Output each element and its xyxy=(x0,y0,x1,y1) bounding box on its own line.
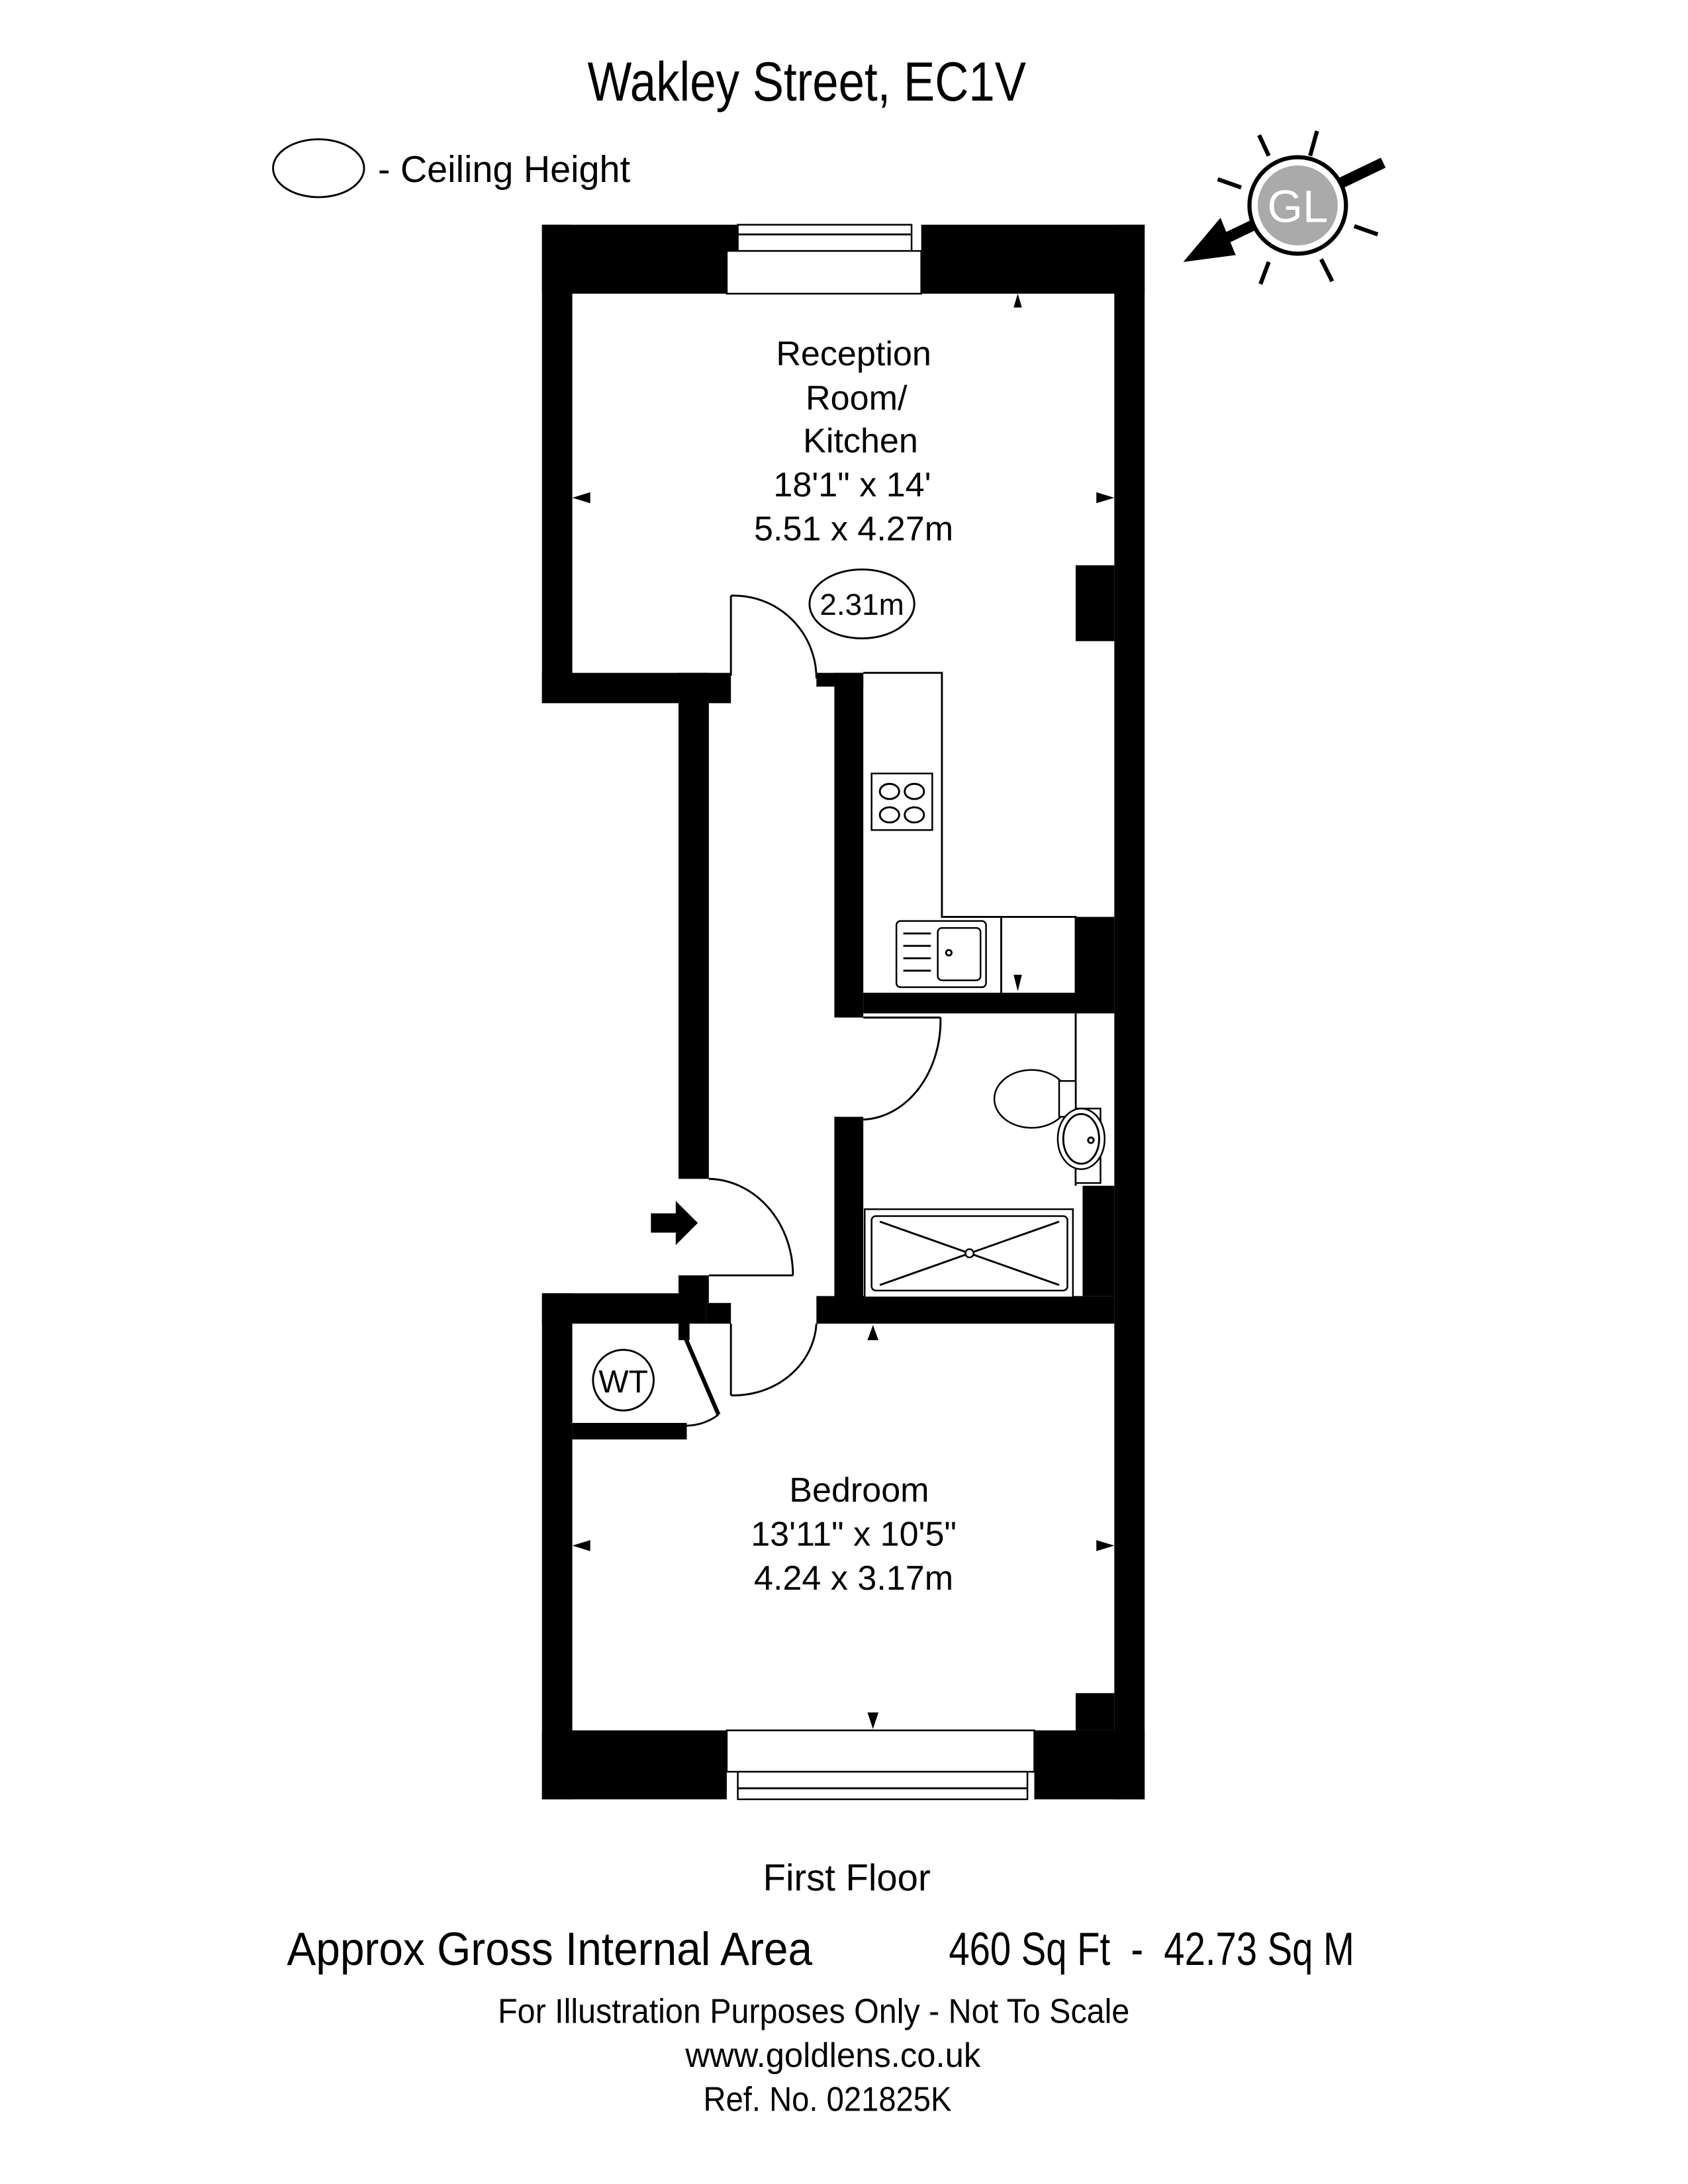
plan-title: Wakley Street, EC1V xyxy=(588,51,1027,113)
hob-icon xyxy=(870,772,933,831)
reception-name-line2: Room/ xyxy=(806,379,908,418)
bedroom-name: Bedroom xyxy=(789,1471,929,1510)
website-link[interactable]: www.goldlens.co.uk xyxy=(684,2036,981,2075)
window-bedroom xyxy=(726,1729,1035,1801)
area-value: 460 Sq Ft - 42.73 Sq M xyxy=(949,1923,1354,1976)
shower-tray-icon xyxy=(864,1208,1074,1298)
door-entrance xyxy=(708,1177,794,1277)
ceiling-height-marker xyxy=(808,568,915,640)
reception-name-line1: Reception xyxy=(776,335,931,373)
basin-icon xyxy=(1056,1107,1106,1184)
disclaimer: For Illustration Purposes Only - Not To … xyxy=(498,1992,1129,2030)
kitchen-counter xyxy=(863,672,1077,993)
area-label: Approx Gross Internal Area xyxy=(287,1923,812,1976)
bedroom-dimensions-metric: 4.24 x 3.17m xyxy=(754,1559,953,1598)
compass-logo-text: GL xyxy=(1268,181,1329,232)
entrance-arrow-icon xyxy=(651,1201,698,1246)
reception-room-label: Reception Room/ Kitchen 18'1" x 14' 5.51… xyxy=(754,335,953,549)
window-reception xyxy=(726,224,922,295)
reception-name-line3: Kitchen xyxy=(803,422,918,460)
bedroom-label: Bedroom 13'11" x 10'5" 4.24 x 3.17m xyxy=(751,1471,957,1598)
door-reception xyxy=(729,594,818,679)
kitchen-sink-icon xyxy=(895,920,987,988)
door-cupboard xyxy=(682,1334,721,1427)
water-tank-label: WT xyxy=(598,1365,647,1400)
reception-dimensions-imperial: 18'1" x 14' xyxy=(773,466,931,504)
water-tank-marker xyxy=(592,1349,655,1412)
ceiling-height-legend-icon xyxy=(272,138,365,199)
door-bathroom xyxy=(863,1017,942,1121)
reception-ceiling-height: 2.31m xyxy=(820,588,904,621)
reference-number: Ref. No. 021825K xyxy=(704,2081,952,2119)
walls xyxy=(541,224,1145,1799)
compass-icon: GL xyxy=(1183,130,1386,285)
floor-label: First Floor xyxy=(763,1856,931,1898)
bedroom-dimensions-imperial: 13'11" x 10'5" xyxy=(751,1515,957,1553)
door-bedroom xyxy=(729,1323,818,1396)
reception-dimensions-metric: 5.51 x 4.27m xyxy=(754,510,953,549)
ceiling-height-legend-label: - Ceiling Height xyxy=(378,148,631,190)
dimension-markers xyxy=(572,293,1115,1729)
